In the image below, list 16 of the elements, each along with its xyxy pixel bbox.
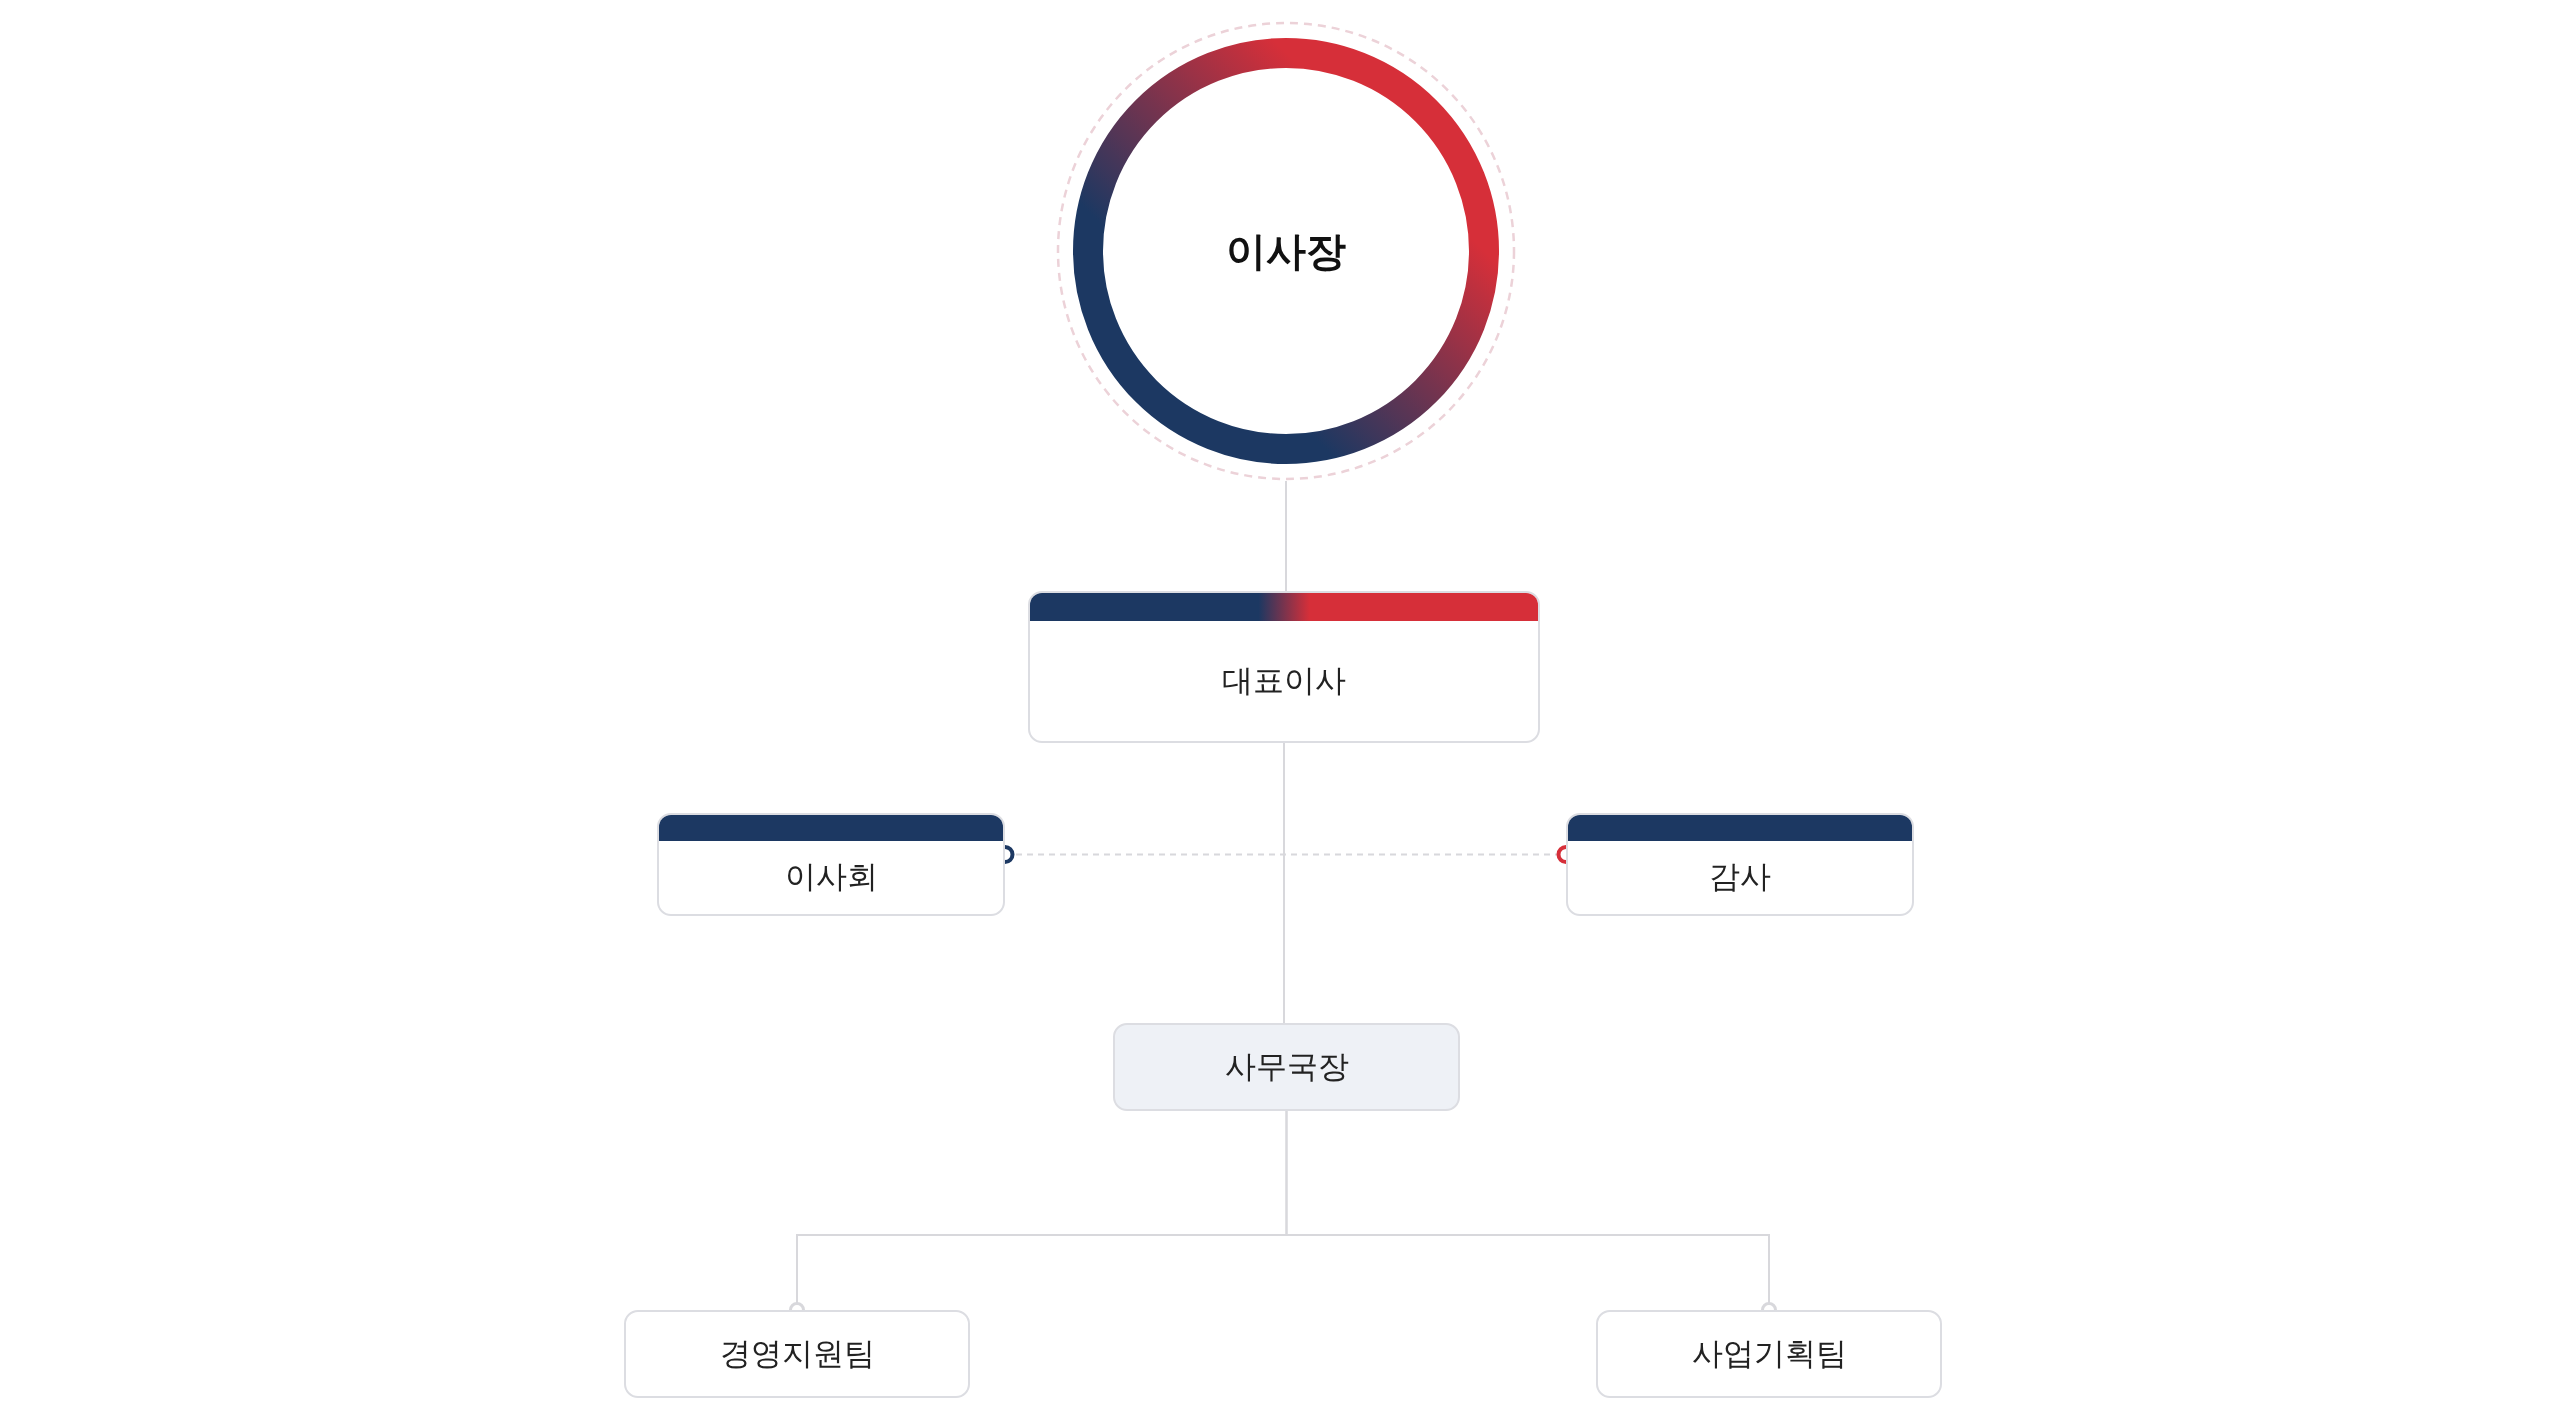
position-label: 사무국장	[1224, 1047, 1349, 1086]
position-label: 경영지원팀	[719, 1334, 875, 1373]
position-label: 이사회	[784, 856, 878, 896]
position-box	[1028, 591, 1540, 743]
ring-circle	[1056, 21, 1516, 481]
position-box	[657, 813, 1005, 916]
connector-line	[1285, 480, 1287, 592]
connector-line	[1283, 742, 1285, 1024]
position-box	[624, 1310, 970, 1398]
position-box	[1113, 1023, 1460, 1111]
position-label: 대표이사	[1222, 661, 1346, 700]
position-label: 감사	[1709, 856, 1771, 896]
position-box	[1566, 813, 1914, 916]
position-label: 이사장	[1226, 226, 1346, 276]
position-label: 사업기획팀	[1691, 1334, 1847, 1373]
position-box	[1596, 1310, 1942, 1398]
